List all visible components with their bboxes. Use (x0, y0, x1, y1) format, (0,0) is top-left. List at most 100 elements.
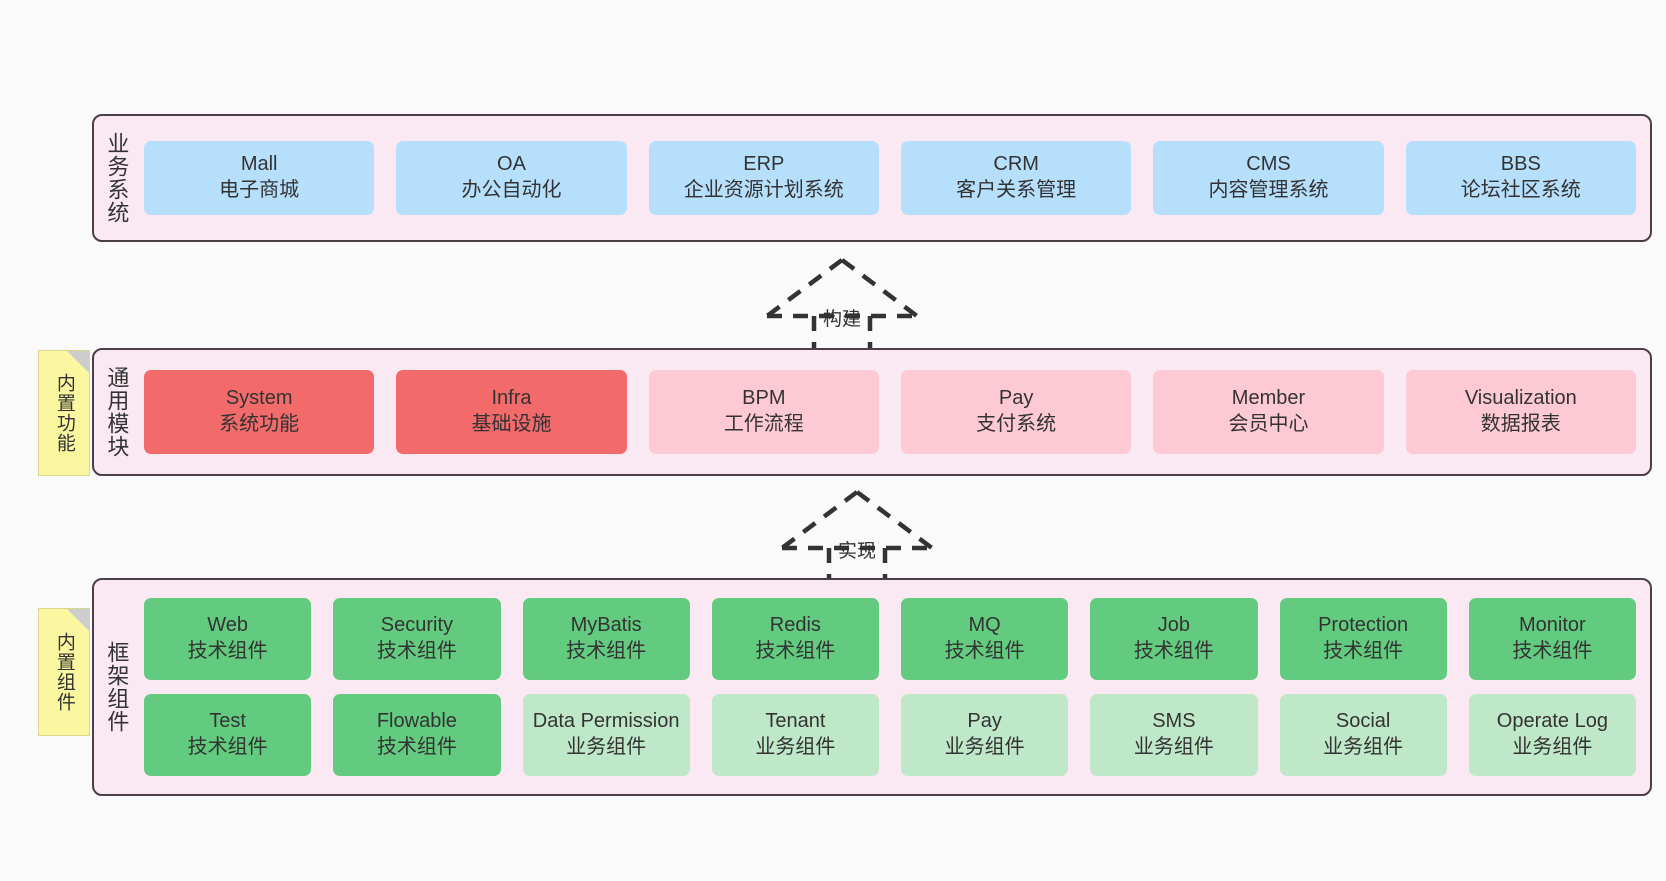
node-title: Member (1231, 387, 1306, 410)
node-subtitle: 业务组件 (1512, 736, 1593, 758)
node-title: Security (380, 614, 453, 637)
layer-body-business-system: Mall 电子商城 OA 办公自动化 ERP 企业资源计划系统 CRM 客户关系… (138, 116, 1650, 240)
node-protection[interactable]: Protection 技术组件 (1279, 598, 1447, 680)
node-title: System (225, 387, 293, 410)
node-title: Data Permission (532, 710, 680, 733)
layer-title-business-system: 业务系统 (104, 132, 130, 224)
node-subtitle: 技术组件 (1323, 640, 1404, 662)
node-infra[interactable]: Infra 基础设施 (396, 370, 627, 454)
layer-row: Test 技术组件 Flowable 技术组件 Data Permission … (144, 694, 1636, 776)
node-subtitle: 技术组件 (1512, 640, 1593, 662)
node-title: CRM (993, 153, 1039, 176)
node-title: CMS (1246, 153, 1291, 176)
node-cms[interactable]: CMS 内容管理系统 (1153, 141, 1384, 215)
connector-realize: 实现 (772, 490, 942, 587)
node-subtitle: 技术组件 (187, 736, 268, 758)
node-title: Web (207, 614, 248, 637)
node-operate-log[interactable]: Operate Log 业务组件 (1468, 694, 1636, 776)
layer-business-system: 业务系统 Mall 电子商城 OA 办公自动化 ERP 企业资源计划系统 CRM… (92, 114, 1652, 242)
node-subtitle: 技术组件 (566, 640, 647, 662)
node-subtitle: 客户关系管理 (956, 179, 1077, 201)
node-sms[interactable]: SMS 业务组件 (1090, 694, 1258, 776)
sticky-note-text: 内置组件 (53, 632, 75, 712)
node-title: SMS (1152, 710, 1196, 733)
node-subtitle: 工作流程 (723, 413, 804, 435)
layer-body-common-modules: System 系统功能 Infra 基础设施 BPM 工作流程 Pay 支付系统… (138, 350, 1650, 474)
node-crm[interactable]: CRM 客户关系管理 (900, 141, 1132, 215)
node-web[interactable]: Web 技术组件 (144, 598, 312, 680)
node-subtitle: 技术组件 (187, 640, 268, 662)
node-subtitle: 内容管理系统 (1208, 179, 1329, 201)
node-mall[interactable]: Mall 电子商城 (144, 141, 375, 215)
layer-common-modules: 通用模块 System 系统功能 Infra 基础设施 BPM 工作流程 Pay… (92, 348, 1652, 476)
node-title: Pay (998, 387, 1034, 410)
node-subtitle: 电子商城 (219, 179, 300, 201)
node-subtitle: 技术组件 (944, 640, 1025, 662)
node-member[interactable]: Member 会员中心 (1153, 370, 1384, 454)
layer-body-framework-components: Web 技术组件 Security 技术组件 MyBatis 技术组件 Redi… (138, 580, 1650, 794)
layer-row: Web 技术组件 Security 技术组件 MyBatis 技术组件 Redi… (144, 598, 1636, 680)
node-tenant[interactable]: Tenant 业务组件 (711, 694, 879, 776)
node-title: Test (209, 710, 246, 733)
node-job[interactable]: Job 技术组件 (1090, 598, 1258, 680)
layer-title-common-modules: 通用模块 (104, 366, 130, 458)
node-flowable[interactable]: Flowable 技术组件 (333, 694, 501, 776)
node-erp[interactable]: ERP 企业资源计划系统 (648, 141, 879, 215)
node-redis[interactable]: Redis 技术组件 (711, 598, 879, 680)
node-security[interactable]: Security 技术组件 (333, 598, 501, 680)
connector-label-realize: 实现 (837, 541, 877, 562)
node-title: Tenant (765, 710, 826, 733)
node-title: Mall (240, 153, 278, 176)
connector-build: 构建 (757, 258, 927, 355)
node-mybatis[interactable]: MyBatis 技术组件 (522, 598, 690, 680)
node-social[interactable]: Social 业务组件 (1279, 694, 1447, 776)
node-title: BBS (1500, 153, 1541, 176)
node-subtitle: 业务组件 (566, 736, 647, 758)
node-subtitle: 技术组件 (376, 736, 457, 758)
node-subtitle: 论坛社区系统 (1460, 179, 1581, 201)
layer-row: Mall 电子商城 OA 办公自动化 ERP 企业资源计划系统 CRM 客户关系… (144, 141, 1636, 215)
node-pay-business[interactable]: Pay 业务组件 (901, 694, 1069, 776)
node-title: MQ (968, 614, 1001, 637)
node-test[interactable]: Test 技术组件 (144, 694, 312, 776)
node-title: Monitor (1519, 614, 1586, 637)
node-subtitle: 业务组件 (1323, 736, 1404, 758)
node-visualization[interactable]: Visualization 数据报表 (1405, 370, 1636, 454)
node-title: Social (1335, 710, 1391, 733)
node-oa[interactable]: OA 办公自动化 (396, 141, 627, 215)
node-monitor[interactable]: Monitor 技术组件 (1468, 598, 1636, 680)
node-subtitle: 业务组件 (944, 736, 1025, 758)
node-title: Pay (967, 710, 1002, 733)
node-subtitle: 办公自动化 (461, 179, 562, 201)
node-subtitle: 技术组件 (376, 640, 457, 662)
node-bpm[interactable]: BPM 工作流程 (648, 370, 879, 454)
node-subtitle: 技术组件 (1133, 640, 1214, 662)
node-title: BPM (742, 387, 786, 410)
sticky-note-builtin-function: 内置功能 (38, 350, 90, 476)
node-subtitle: 基础设施 (471, 413, 552, 435)
node-subtitle: 业务组件 (755, 736, 836, 758)
node-mq[interactable]: MQ 技术组件 (901, 598, 1069, 680)
sticky-note-builtin-component: 内置组件 (38, 608, 90, 736)
node-title: Operate Log (1496, 710, 1608, 733)
node-title: ERP (743, 153, 785, 176)
node-title: Job (1157, 614, 1190, 637)
node-system[interactable]: System 系统功能 (144, 370, 375, 454)
layer-row: System 系统功能 Infra 基础设施 BPM 工作流程 Pay 支付系统… (144, 370, 1636, 454)
node-title: Flowable (376, 710, 457, 733)
layer-title-framework-components: 框架组件 (104, 641, 130, 733)
node-subtitle: 会员中心 (1228, 413, 1309, 435)
node-title: OA (497, 153, 526, 176)
node-subtitle: 数据报表 (1480, 413, 1561, 435)
node-subtitle: 支付系统 (976, 413, 1057, 435)
sticky-note-text: 内置功能 (53, 373, 75, 453)
connector-label-build: 构建 (822, 309, 862, 330)
node-pay[interactable]: Pay 支付系统 (900, 370, 1132, 454)
node-subtitle: 企业资源计划系统 (683, 179, 844, 201)
node-title: Redis (769, 614, 821, 637)
node-bbs[interactable]: BBS 论坛社区系统 (1405, 141, 1636, 215)
node-data-permission[interactable]: Data Permission 业务组件 (522, 694, 690, 776)
node-subtitle: 技术组件 (755, 640, 836, 662)
node-subtitle: 系统功能 (219, 413, 300, 435)
node-subtitle: 业务组件 (1133, 736, 1214, 758)
